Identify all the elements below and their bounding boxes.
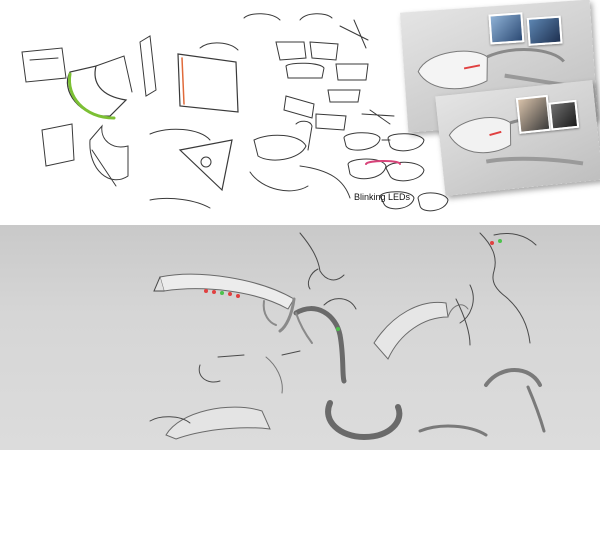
bottom-outdoor-panel: Outdoor Use A wearable device for outdoo… <box>0 225 600 545</box>
outdoor-sketches-drawing <box>149 232 546 441</box>
render-card-glasses-2 <box>435 80 600 196</box>
top-sketches-drawing <box>21 13 449 212</box>
led-indicators <box>204 239 502 331</box>
top-sketch-panel: Blinking LEDs <box>0 0 600 225</box>
blinking-leds-caption: Blinking LEDs <box>354 192 411 202</box>
section-title: Outdoor Use <box>28 469 107 484</box>
photo-thumbnail <box>515 94 552 134</box>
photo-thumbnail <box>548 99 580 131</box>
photo-thumbnail <box>488 12 525 45</box>
photo-thumbnail <box>526 15 563 46</box>
section-description: A wearable device for outdoor use. It ca… <box>28 491 135 545</box>
